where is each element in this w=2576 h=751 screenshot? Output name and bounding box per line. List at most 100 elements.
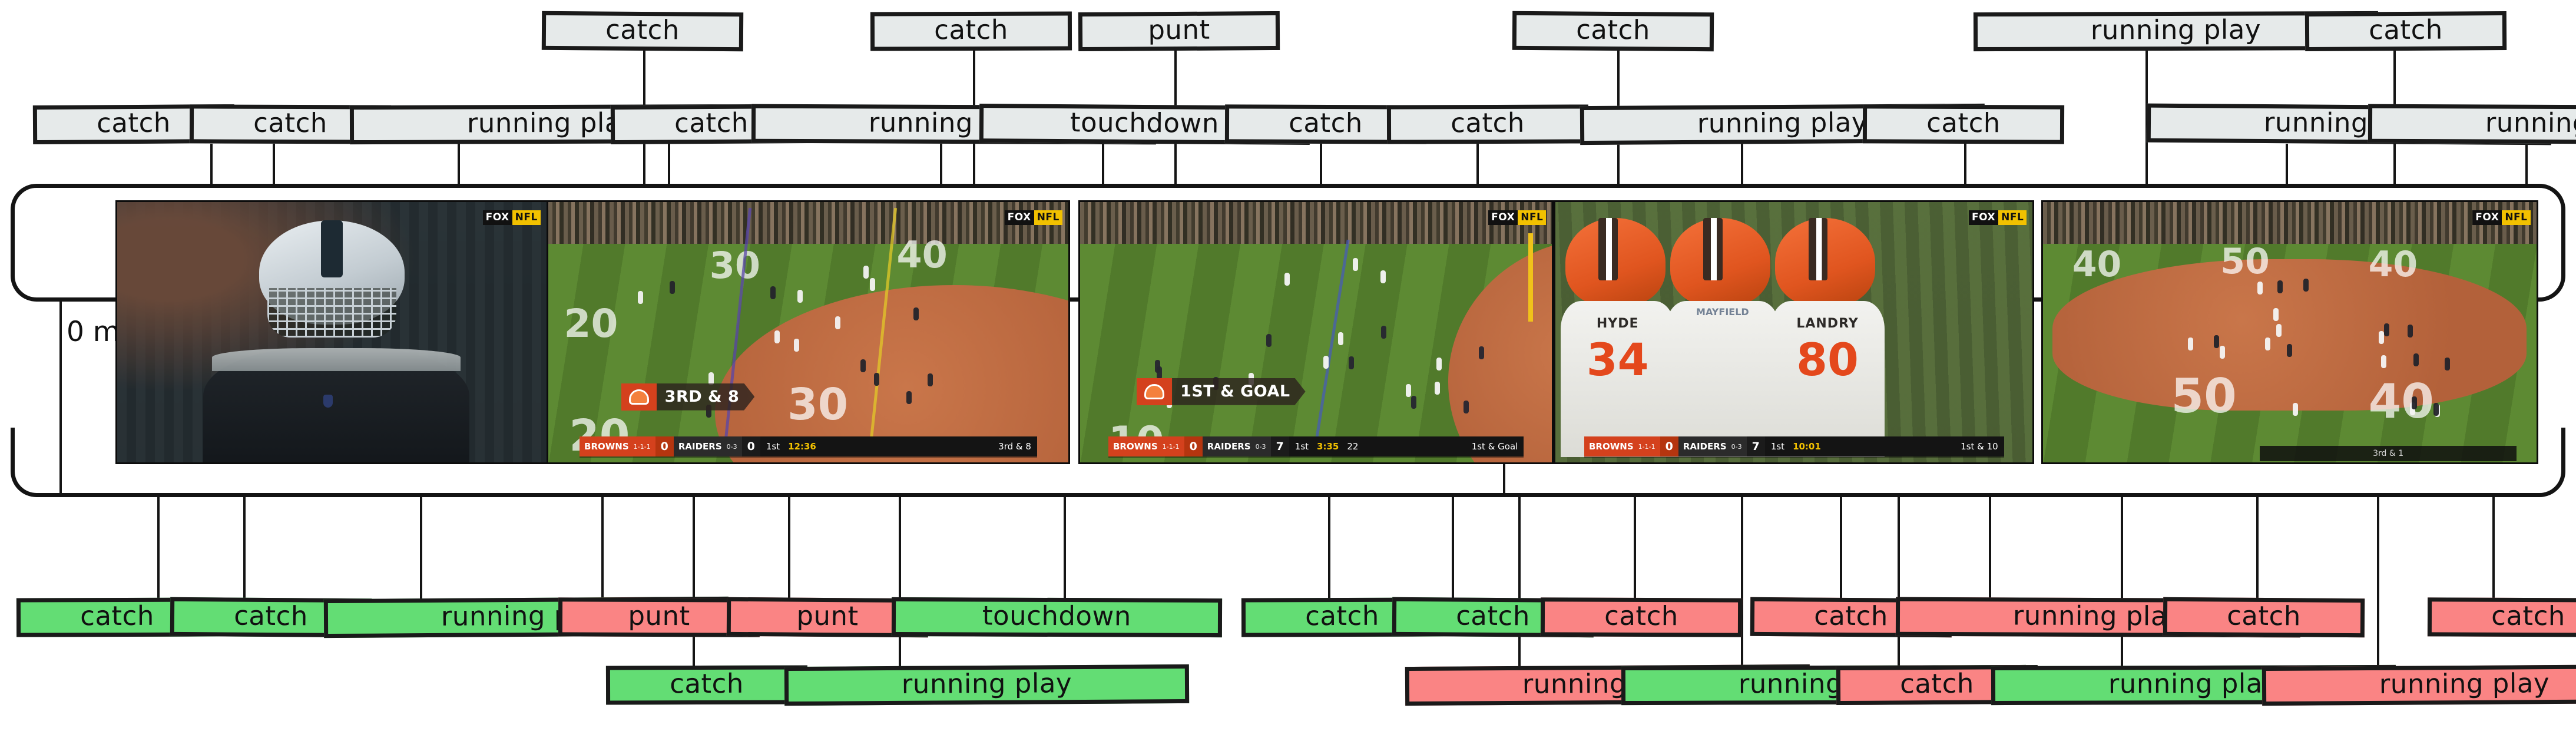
stadium-crowd bbox=[2042, 202, 2537, 244]
quarter-label: 1st bbox=[1770, 441, 1785, 452]
bottom-label-running-play[interactable]: running play bbox=[784, 664, 1189, 706]
game-clock: 12:36 bbox=[788, 441, 816, 452]
away-team-name: RAIDERS bbox=[1207, 441, 1251, 452]
top-label-running-play[interactable]: running play bbox=[2368, 104, 2576, 145]
top-label-text: catch bbox=[674, 107, 749, 138]
yard-line-number: 20 bbox=[564, 300, 618, 346]
away-team-record: 0-3 bbox=[726, 442, 737, 451]
bottom-label-connector-3 bbox=[601, 494, 604, 599]
yard-line-number: 30 bbox=[709, 243, 761, 287]
player-marker bbox=[2287, 344, 2293, 358]
bottom-label-text: catch bbox=[2491, 600, 2565, 631]
bottom-label-catch[interactable]: catch bbox=[2163, 597, 2365, 638]
yard-line-number: 40 bbox=[2072, 243, 2122, 285]
bottom-label-running-play[interactable]: running play bbox=[2262, 664, 2576, 706]
player-marker bbox=[770, 286, 776, 300]
home-team-score: 0 bbox=[655, 436, 674, 456]
top-label-text: catch bbox=[253, 107, 328, 138]
top-label-connector-9 bbox=[1320, 144, 1323, 187]
top-label-text: running play bbox=[1697, 106, 1868, 139]
top-label-punt[interactable]: punt bbox=[1078, 11, 1280, 52]
bottom-label-catch[interactable]: catch bbox=[605, 665, 808, 705]
bottom-label-text: catch bbox=[1305, 600, 1380, 631]
bottom-label-connector-10 bbox=[1518, 494, 1521, 667]
fox-network-label: FOX bbox=[1488, 210, 1518, 225]
infield-dirt bbox=[2052, 259, 2527, 411]
bottom-label-text: catch bbox=[233, 600, 308, 631]
player-marker bbox=[1410, 396, 1416, 409]
yard-line-number: 30 bbox=[787, 379, 849, 430]
bottom-label-connector-0 bbox=[157, 494, 160, 599]
player-marker bbox=[863, 265, 869, 279]
bottom-label-text: running play bbox=[2012, 599, 2184, 632]
player-marker bbox=[906, 391, 912, 404]
bottom-label-text: catch bbox=[670, 667, 744, 699]
nfl-league-label: NFL bbox=[1518, 210, 1547, 225]
yard-line-number: 40 bbox=[2368, 373, 2434, 429]
infield-dirt bbox=[1448, 238, 1552, 462]
bottom-label-catch[interactable]: catch bbox=[2427, 597, 2576, 637]
top-label-text: touchdown bbox=[1070, 106, 1219, 139]
top-label-text: catch bbox=[1926, 107, 2001, 138]
player-marker bbox=[2265, 338, 2271, 351]
yard-line-number: 50 bbox=[2220, 241, 2270, 283]
bottom-label-touchdown[interactable]: touchdown bbox=[891, 597, 1222, 638]
player-marker bbox=[2303, 278, 2309, 292]
player-jersey bbox=[1665, 300, 1780, 458]
player-marker bbox=[869, 278, 875, 292]
down-distance-label: 1st & 10 bbox=[1961, 441, 1998, 452]
top-label-catch[interactable]: catch bbox=[870, 11, 1072, 51]
player-name-on-jersey: MAYFIELD bbox=[1696, 306, 1749, 317]
bottom-label-text: punt bbox=[796, 600, 859, 631]
bottom-label-text: catch bbox=[1814, 600, 1889, 631]
top-label-text: catch bbox=[2369, 14, 2443, 45]
home-team-name: BROWNS bbox=[1589, 441, 1634, 452]
player-marker bbox=[1338, 332, 1344, 346]
player-marker bbox=[2412, 396, 2418, 410]
down-distance-bug-text: 3RD & 8 bbox=[657, 383, 755, 411]
player-name-on-jersey: LANDRY bbox=[1796, 316, 1859, 332]
player-marker bbox=[2383, 323, 2389, 337]
game-clock: 10:01 bbox=[1793, 441, 1821, 452]
player-marker bbox=[1266, 334, 1272, 348]
player-marker bbox=[2444, 357, 2450, 370]
top-label-catch[interactable]: catch bbox=[1512, 11, 1714, 52]
top-label-catch[interactable]: catch bbox=[1862, 104, 2064, 144]
top-label-connector-13 bbox=[1964, 144, 1966, 187]
stadium-crowd bbox=[548, 202, 1068, 244]
player-marker bbox=[2413, 353, 2419, 366]
player-marker bbox=[2433, 403, 2439, 416]
away-team-record: 0-3 bbox=[1255, 442, 1266, 451]
player-marker bbox=[835, 316, 841, 329]
bottom-label-catch[interactable]: catch bbox=[1540, 597, 1743, 637]
fox-network-label: FOX bbox=[2472, 210, 2502, 225]
stadium-crowd bbox=[1080, 202, 1552, 244]
away-team-score: 0 bbox=[741, 436, 760, 456]
top-label-connector-5 bbox=[940, 144, 943, 187]
bottom-label-connector-1 bbox=[243, 494, 246, 599]
bottom-ticker: 3rd & 1 bbox=[2260, 446, 2517, 461]
home-team-record: 1-1-1 bbox=[1638, 442, 1655, 451]
top-label-text: catch bbox=[605, 14, 680, 45]
nfl-league-label: NFL bbox=[1998, 210, 2027, 225]
nfl-league-label: NFL bbox=[512, 210, 541, 225]
player-marker bbox=[2220, 345, 2226, 359]
top-label-text: punt bbox=[1148, 14, 1210, 45]
player-marker bbox=[706, 404, 712, 418]
top-label-catch[interactable]: catch bbox=[541, 11, 743, 52]
browns-helmet-icon bbox=[621, 383, 657, 411]
player-marker bbox=[669, 281, 675, 295]
top-label-catch[interactable]: catch bbox=[2305, 11, 2507, 52]
top-label-catch[interactable]: catch bbox=[1387, 104, 1589, 144]
bottom-label-connector-6 bbox=[899, 494, 902, 667]
bottom-label-text: catch bbox=[2227, 600, 2302, 631]
home-team-score: 0 bbox=[1184, 436, 1203, 456]
